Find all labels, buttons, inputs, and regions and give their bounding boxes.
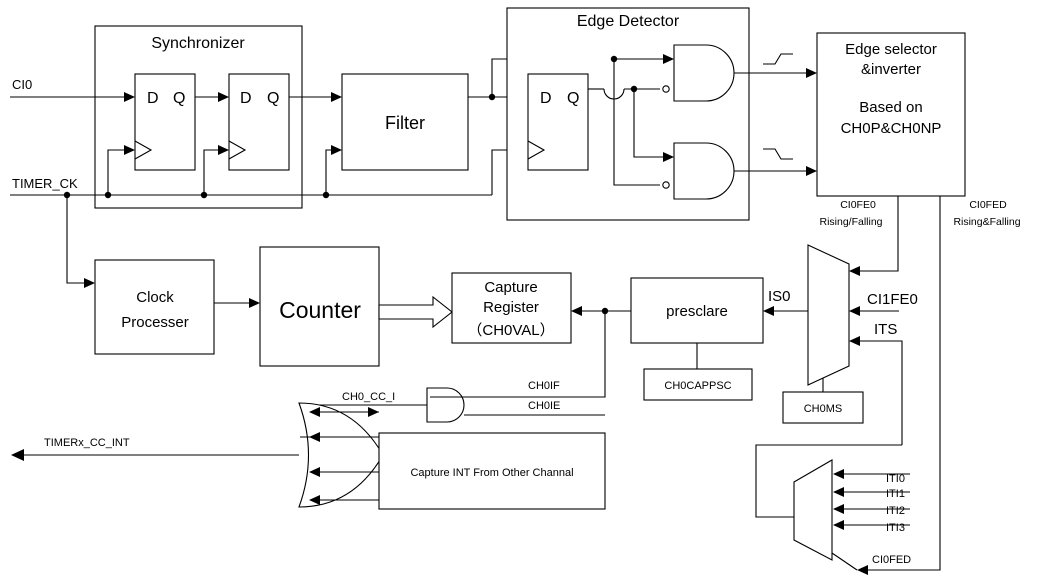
capture-register-line3: （CH0VAL）: [467, 322, 554, 339]
prescaler-block: presclare: [630, 277, 764, 344]
edge-detector-label: Edge Detector: [577, 13, 680, 30]
bus-arrow-icon: [378, 295, 453, 329]
rising-and-falling-label: Rising&Falling: [953, 216, 1020, 228]
clock-processer-line2: Processer: [121, 314, 189, 331]
clock-processer-line1: Clock: [136, 289, 174, 306]
timer-ck-label: TIMER_CK: [12, 176, 78, 191]
counter-block: Counter: [259, 246, 380, 367]
prescaler-label: presclare: [666, 303, 728, 320]
ch0ms-box: [782, 391, 864, 424]
edge-selector-line3: Based on: [859, 99, 922, 116]
falling-edge-icon: [763, 148, 793, 160]
ci0fed-label: CI0FED: [969, 199, 1007, 211]
edge-selector-block: Edge selector &inverter Based on CH0P&CH…: [816, 32, 966, 197]
iti3-label: ITI3: [886, 522, 905, 534]
capture-register-block: Capture Register （CH0VAL）: [451, 272, 572, 344]
iti0-label: ITI0: [886, 473, 905, 485]
iti-mux: [793, 459, 833, 561]
ch0ms-label: CH0MS: [804, 403, 843, 415]
ch0cappsc-box: [643, 368, 753, 401]
counter-label: Counter: [279, 297, 361, 323]
ci1fe0-label: CI1FE0: [867, 291, 918, 308]
or-gate-interrupt: [298, 402, 384, 508]
and-gate-falling: [673, 142, 735, 200]
ff1-d-label: D: [147, 90, 159, 107]
edge-selector-line1: Edge selector: [845, 41, 937, 58]
ff3-q-label: Q: [567, 90, 579, 107]
edge-selector-line4: CH0P&CH0NP: [841, 120, 942, 137]
capture-register-line1: Capture: [484, 279, 537, 296]
edge-selector-line2: &inverter: [861, 61, 921, 78]
its-label: ITS: [874, 321, 897, 338]
is0-mux: [807, 244, 850, 386]
ci0-label: CI0: [12, 77, 32, 92]
ci0fed-mux-label: CI0FED: [872, 554, 911, 566]
iti2-label: ITI2: [886, 505, 905, 517]
ff2-q-label: Q: [267, 90, 279, 107]
and-gate-rising: [673, 44, 735, 102]
ff2-d-label: D: [240, 90, 252, 107]
timer-ck-bus: TIMER_CK: [10, 145, 528, 288]
ci0-input: CI0: [10, 77, 135, 102]
and-gate-cc: [426, 387, 465, 423]
capture-other-box: [378, 432, 606, 510]
flipflop-2: D Q: [228, 73, 290, 171]
capture-register-line2: Register: [483, 299, 539, 316]
capture-other-label: Capture INT From Other Channal: [410, 467, 573, 479]
filter-label: Filter: [385, 113, 425, 133]
filter-block: Filter: [341, 73, 469, 171]
edge-detector-block: Edge Detector D Q: [506, 7, 750, 221]
flipflop-1: D Q: [134, 73, 196, 171]
clock-processer-block: Clock Processer: [94, 259, 215, 355]
timerx-cc-int-label: TIMERx_CC_INT: [44, 437, 130, 449]
rising-edge-icon: [763, 53, 793, 65]
synchronizer-block: Synchronizer D Q D Q: [94, 25, 303, 209]
ch0if-label: CH0IF: [528, 380, 560, 392]
ch0cappsc-label: CH0CAPPSC: [664, 380, 731, 392]
synchronizer-label: Synchronizer: [151, 35, 245, 52]
iti1-label: ITI1: [886, 488, 905, 500]
ci0fe0-label: CI0FE0: [840, 199, 876, 211]
rising-falling-label: Rising/Falling: [819, 216, 882, 228]
ff3-d-label: D: [540, 90, 552, 107]
ff1-q-label: Q: [173, 90, 185, 107]
ch0ie-label: CH0IE: [528, 400, 560, 412]
is0-label: IS0: [768, 288, 791, 305]
ch0-cc-i-label: CH0_CC_I: [342, 391, 395, 403]
